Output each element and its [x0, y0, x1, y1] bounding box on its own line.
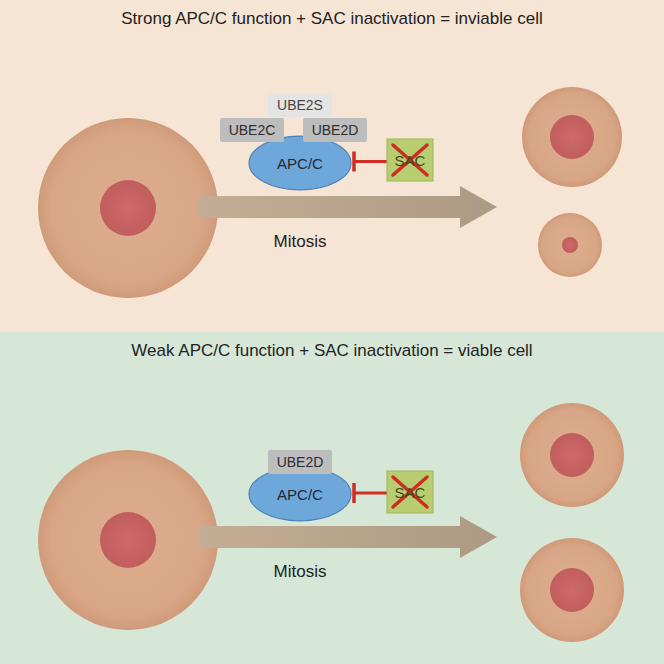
panel-band: Weak APC/C function + SAC inactivation =…	[0, 332, 664, 664]
node-text: UBE2D	[277, 454, 324, 470]
top-panel	[0, 0, 664, 332]
process-label: Mitosis	[274, 232, 327, 252]
panel-band: Strong APC/C function + SAC inactivation…	[0, 0, 664, 332]
cross-mark	[393, 145, 427, 175]
cells-top	[38, 87, 622, 298]
node-text: SAC	[395, 152, 426, 169]
enzyme-box: UBE2D	[268, 450, 333, 474]
inhibition-bar	[352, 483, 356, 503]
inhibition-connector	[354, 483, 387, 503]
mitosis-arrow	[198, 186, 497, 228]
mitosis-arrow	[198, 516, 497, 558]
node-text: SAC	[395, 484, 426, 501]
complex-ellipse: APC/C	[248, 135, 352, 191]
cells-bottom	[38, 403, 624, 642]
node-text: UBE2D	[312, 122, 359, 138]
enzyme-box: UBE2S	[268, 93, 332, 117]
node-text: APC/C	[277, 486, 323, 503]
inhibition-connector	[354, 152, 387, 172]
connector-line	[354, 160, 387, 163]
checkpoint-box: SAC	[387, 471, 433, 513]
cross-mark	[393, 477, 427, 507]
node-text: UBE2S	[277, 97, 323, 113]
process-label: Mitosis	[274, 562, 327, 582]
cross-mark	[393, 145, 427, 175]
node-text: APC/C	[277, 155, 323, 172]
node-text: Weak APC/C function + SAC inactivation =…	[0, 341, 664, 361]
checkpoint-box: SAC	[387, 139, 433, 181]
node-text: UBE2C	[229, 122, 276, 138]
complex-ellipse: APC/C	[248, 466, 352, 522]
node-text: Strong APC/C function + SAC inactivation…	[0, 9, 664, 29]
connector-line	[354, 492, 387, 495]
cross-mark	[393, 477, 427, 507]
enzyme-box: UBE2D	[303, 118, 368, 142]
inhibition-bar	[352, 152, 356, 172]
bottom-panel	[0, 332, 664, 664]
enzyme-box: UBE2C	[220, 118, 285, 142]
